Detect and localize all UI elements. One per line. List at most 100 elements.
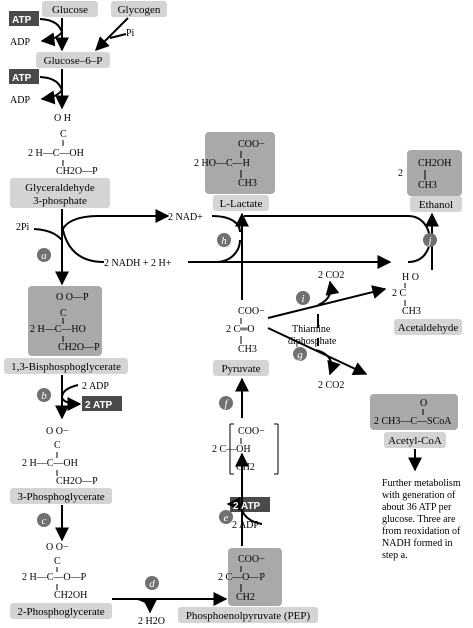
gap-box [10,178,110,208]
pg2-top: O O− [46,542,69,553]
glucose-label: Glucose [52,4,88,16]
nad-label: 2 NAD+ [168,212,203,223]
step-i-circle [296,291,310,305]
pyr-row: 2 C═O [226,324,254,335]
enol-ch2: CH2 [236,462,255,473]
note-line-7: step a. [382,550,408,561]
step-b-label: b [41,390,47,402]
atp-gen-b [60,384,82,411]
atp-use-2 [39,76,64,105]
glucose-box [42,1,98,17]
pg3-box [10,488,112,504]
acetylcoa-structure-box [370,394,458,430]
thiamine-label-1: Thiamine [292,324,331,335]
step-i-label: i [301,293,304,305]
pyr-ch3: CH3 [238,344,257,355]
step-a-label: a [41,250,47,262]
acetaldehyde-box [394,319,462,335]
arrow-pyr-acetaldehyde [267,285,387,319]
bpg-top: O O—P [56,292,89,303]
acetylcoa-label: Acetyl-CoA [388,435,442,447]
glycogen-box [111,1,167,17]
gap-oh: O H [54,113,71,124]
gap-label-1: Glyceraldehyde [25,182,95,194]
bpg-row: 2 H—C—HO [30,324,86,335]
nadh-path-a [61,224,105,263]
pep-label: Phosphoenolpyruvate (PEP) [186,610,311,622]
step-d-label: d [149,578,155,590]
glycogen-label: Glycogen [118,4,161,16]
bpg-c: C [60,308,67,319]
step-b-circle [37,388,51,402]
ethanol-box [410,196,462,212]
bpg-ch2op: CH2O—P [58,342,100,353]
step-j-circle [423,233,437,247]
step-j-label: j [426,235,431,247]
acet-top: H O [402,272,419,283]
gap-c: C [60,129,67,140]
eth-top: CH2OH [418,158,451,169]
step-h-label: h [221,235,227,247]
acet-row: 2 C [392,288,407,299]
pg2-row: 2 H—C—O—P [22,572,87,583]
acet-ch3: CH3 [402,306,421,317]
step-f-circle [219,396,233,410]
g6p-box [36,52,110,68]
step-circles [37,233,437,590]
pyruvate-box [213,360,269,376]
pep-row: 2 C—O—P [218,572,265,583]
g6p-label: Glucose–6–P [44,55,103,67]
two-pi-label: 2Pi [16,222,30,233]
two-atp-label-b: 2 ATP [85,400,113,411]
co2-out-g [315,349,341,376]
note-line-4: glucose. Three are [382,514,456,525]
pi-label: Pi [126,28,135,39]
pg3-row: 2 H—C—OH [22,458,78,469]
enol-coo: COO− [238,426,265,437]
atp-gen-e [226,497,263,525]
pep-box [178,607,318,623]
note-line-2: with generation of [382,490,456,501]
nad-loop-j [244,215,431,263]
two-adp-label-e: 2 ADP [232,520,259,531]
pg3-label: 3-Phosphoglycerate [17,491,104,503]
enol-row: 2 C—OH [212,444,251,455]
step-e-label: e [224,512,229,524]
note-line-1: Further metabolism [382,478,461,489]
lactate-structure-box [205,132,275,194]
pyr-coo: COO− [238,306,265,317]
lac-ch3: CH3 [238,178,257,189]
h-to-nad [211,215,241,233]
ethanol-structure-box [407,150,462,196]
step-e-circle [219,510,233,524]
pep-coo: COO− [238,554,265,565]
thiamine-label-2: diphosphate [288,336,337,347]
pg2-box [10,603,112,619]
co2-label-g: 2 CO2 [318,380,344,391]
adp-label-1: ADP [10,37,30,48]
water-out-d [137,598,157,614]
two-adp-label-b: 2 ADP [82,381,109,392]
atp-label-1: ATP [12,15,32,26]
step-d-circle [145,576,159,590]
note-line-5: from reoxidation of [382,526,461,537]
acetaldehyde-label: Acetaldehyde [398,322,459,334]
adp-label-2: ADP [10,95,30,106]
step-g-label: g [297,349,303,361]
acoa-o: O [420,398,427,409]
water-label: 2 H2O [138,616,165,627]
co2-out-i [317,280,340,306]
pg2-c: C [54,556,61,567]
acoa-row: 2 CH3—C—SCoA [374,416,452,427]
pi-input-a [33,228,63,241]
pi-input [109,33,127,39]
bpg-structure-box [28,286,102,356]
co2-label-i: 2 CO2 [318,270,344,281]
bpg-label: 1,3-Bisphosphoglycerate [11,361,121,373]
atp-box-1 [9,11,39,26]
step-f-label: f [224,398,229,410]
arrow-glycogen-g6p [95,17,129,51]
two-atp-label-e: 2 ATP [233,501,261,512]
step-g-circle [293,347,307,361]
pg3-c: C [54,440,61,451]
